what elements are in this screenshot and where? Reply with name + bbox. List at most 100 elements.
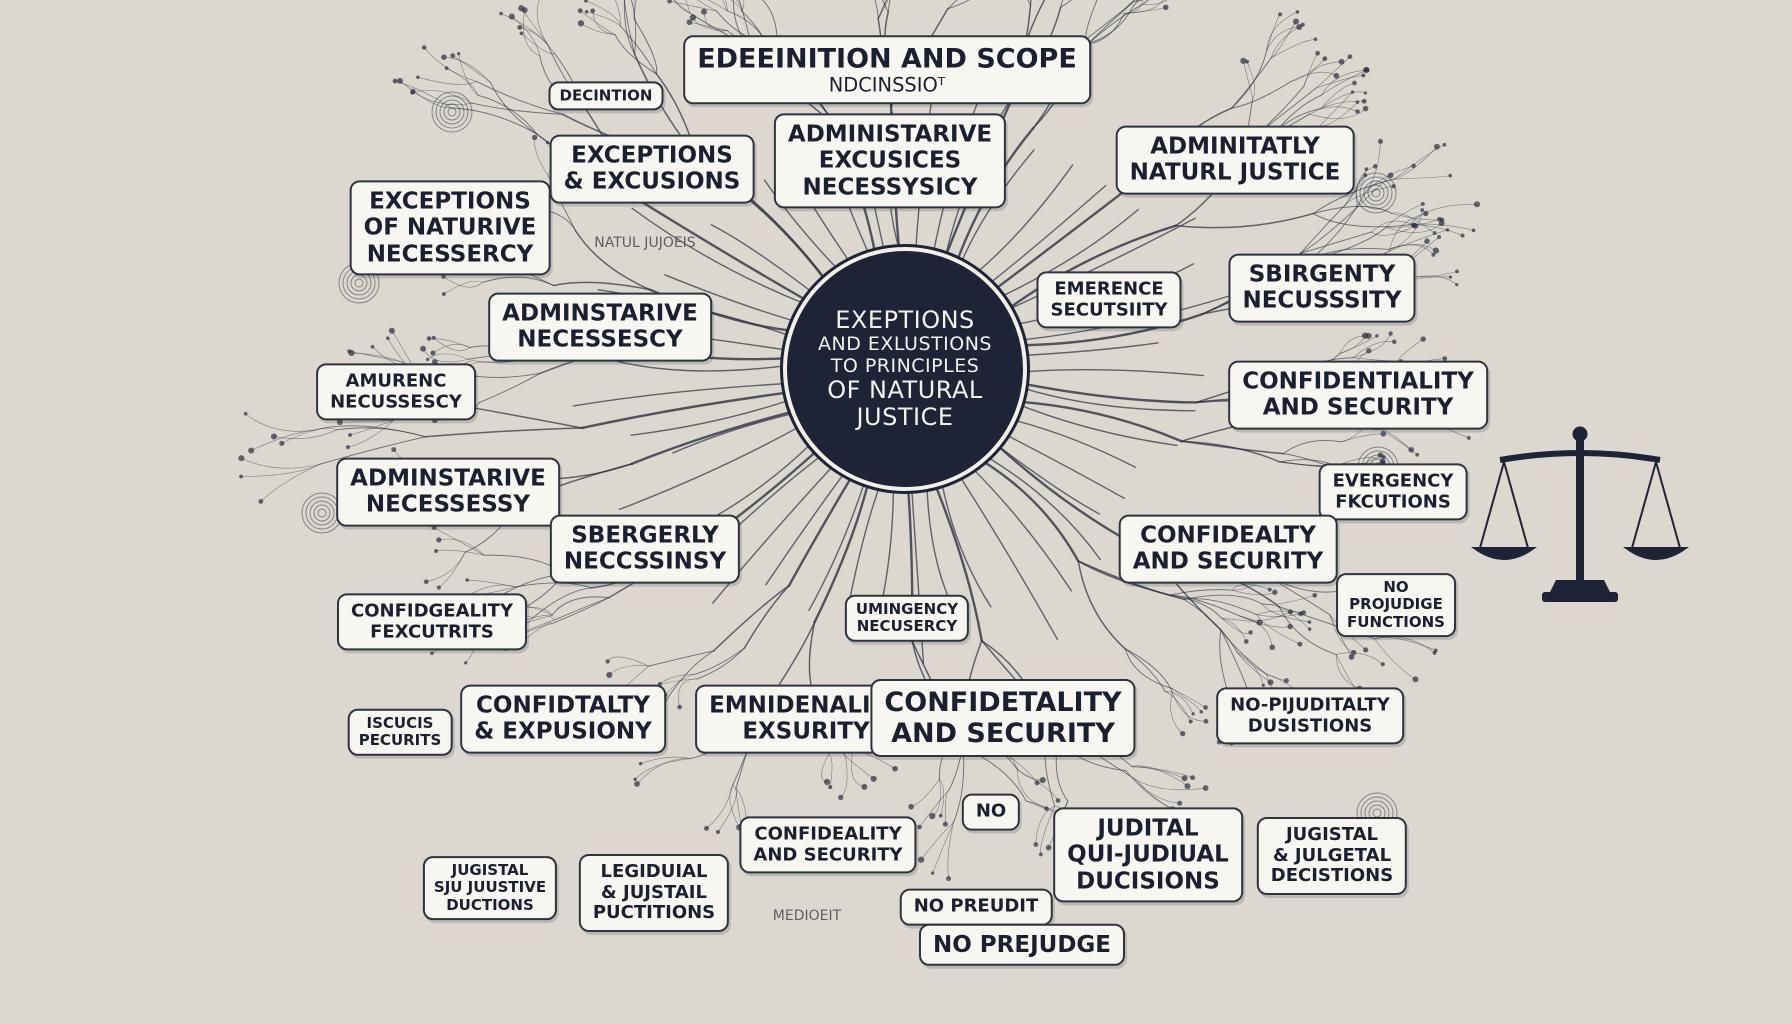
branch-line — [1278, 606, 1337, 655]
branch-line — [452, 55, 491, 83]
branch-dot — [823, 778, 831, 786]
branch-line — [551, 596, 610, 616]
branch-line — [348, 350, 403, 363]
branch-line — [1022, 382, 1198, 404]
branch-line — [1142, 0, 1168, 5]
branch-line — [882, 0, 889, 13]
branch-line — [847, 483, 881, 606]
branch-line — [648, 650, 715, 667]
branch-line — [1172, 691, 1207, 722]
branch-line — [1243, 60, 1254, 99]
branch-dot — [930, 871, 935, 875]
branch-line — [685, 0, 691, 14]
branch-line — [1320, 100, 1365, 109]
branch-dot — [677, 704, 682, 710]
branch-line — [1219, 629, 1230, 697]
branch-line — [1125, 0, 1135, 9]
branch-dot — [1203, 705, 1208, 710]
branch-dot — [1366, 348, 1372, 354]
branch-line — [725, 0, 728, 12]
branch-line — [614, 0, 621, 27]
node-line: EXCUSICES — [818, 147, 962, 174]
branch-line — [1316, 56, 1351, 89]
node-line: SECUTSIITY — [1050, 299, 1168, 320]
branch-line — [1085, 3, 1144, 47]
branch-line — [887, 0, 891, 13]
branch-line — [614, 33, 657, 75]
branch-dot — [946, 876, 952, 882]
branch-line — [673, 0, 691, 14]
branch-dot — [1372, 164, 1378, 169]
branch-line — [765, 470, 847, 586]
branch-line — [717, 788, 737, 833]
branch-dot — [1442, 142, 1447, 147]
branch-line — [478, 372, 541, 404]
branch-line — [446, 67, 479, 96]
branch-dot — [917, 856, 925, 863]
branch-dot — [434, 548, 438, 553]
branch-line — [422, 348, 469, 363]
branch-line — [580, 391, 789, 430]
branch-dot — [391, 447, 397, 453]
branch-line — [1300, 205, 1346, 254]
central-topic: EXEPTIONS AND EXLUSTIONS TO PRINCIPLES O… — [783, 247, 1027, 491]
branch-line — [1389, 209, 1423, 252]
branch-line — [845, 755, 874, 780]
branch-dot — [508, 13, 515, 20]
node-line: FEXCUTRITS — [370, 621, 494, 642]
branch-line — [425, 552, 466, 583]
branch-line — [427, 353, 469, 360]
branch-line — [712, 584, 790, 652]
branch-dot — [942, 821, 948, 827]
branch-line — [438, 552, 466, 588]
node-line: & EXCUSIONS — [563, 169, 741, 195]
branch-dot — [892, 765, 898, 772]
branch-line — [730, 0, 742, 12]
texture-ring — [317, 508, 327, 518]
branch-dot — [1375, 334, 1379, 338]
central-topic-line: TO PRINCIPLES — [830, 354, 980, 377]
branch-dot — [1039, 777, 1046, 784]
branch-line — [984, 455, 1101, 561]
branch-dot — [423, 579, 429, 585]
node-line: NO — [1383, 578, 1409, 597]
branch-line — [630, 410, 795, 466]
branch-dot — [703, 825, 710, 831]
branch-line — [1374, 636, 1435, 654]
branch-line — [1142, 0, 1150, 5]
branch-line — [1335, 652, 1384, 665]
branch-dot — [1269, 644, 1276, 651]
branch-line — [1003, 432, 1126, 500]
branch-dot — [1188, 719, 1193, 724]
node-line: QUI-JUDIUAL — [1067, 841, 1229, 868]
branch-dot — [1432, 650, 1437, 655]
branch-dot — [430, 651, 434, 656]
branch-dot — [1190, 775, 1196, 781]
branch-dot — [686, 19, 693, 26]
branch-dot — [634, 781, 640, 787]
branch-line — [1391, 212, 1435, 234]
branch-dot — [1298, 611, 1304, 617]
node-administrative-necessity-1: ADMINSTARIVE NECESSESCY — [488, 292, 712, 362]
branch-line — [281, 427, 337, 444]
branch-dot — [1388, 331, 1393, 336]
branch-dot — [392, 78, 398, 84]
branch-line — [1239, 615, 1291, 628]
branch-line — [1017, 769, 1047, 809]
branch-dot — [1438, 220, 1445, 227]
branch-dot — [239, 474, 243, 479]
branch-line — [1220, 629, 1248, 690]
branch-line — [592, 10, 616, 35]
node-line: NECCSSINSY — [563, 549, 727, 575]
branch-line — [634, 758, 691, 780]
branch-line — [630, 0, 637, 55]
branch-line — [1391, 213, 1443, 221]
branch-dot — [1248, 630, 1253, 635]
branch-dot — [464, 661, 468, 665]
branch-line — [500, 13, 548, 45]
branch-dot — [1364, 167, 1369, 171]
branch-dot — [1338, 58, 1345, 65]
node-administrative-necessity-2: ADMINSTARIVE NECESSESSY — [336, 457, 560, 527]
scales-of-justice-icon — [1470, 426, 1690, 602]
branch-line — [696, 647, 745, 680]
